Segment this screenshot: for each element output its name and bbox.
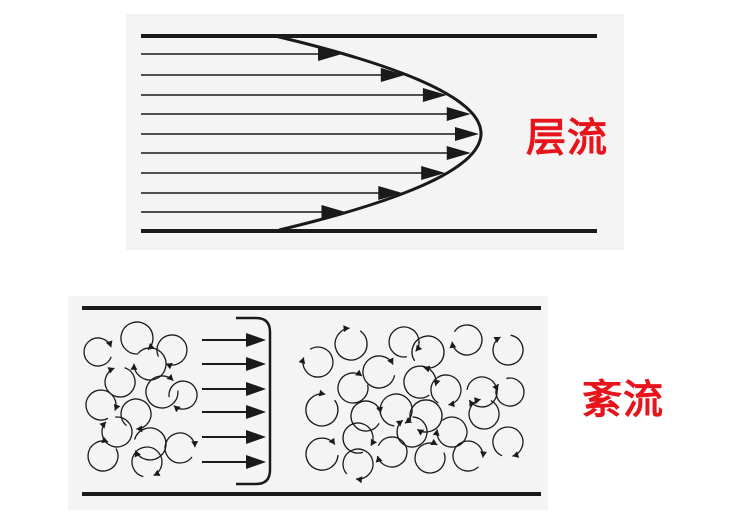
eddy-circle (430, 374, 462, 408)
eddy-circle (388, 326, 423, 358)
eddy-circle (156, 334, 188, 370)
laminar-arrow (141, 68, 405, 82)
turbulent-arrow (202, 430, 266, 444)
laminar-velocity-arrows (141, 47, 479, 219)
turbulent-arrow (202, 455, 266, 469)
eddy-circle (362, 355, 396, 389)
laminar-flow-label: 层流 (526, 115, 608, 161)
eddy-circle (145, 374, 179, 409)
turbulent-flow-label: 紊流 (582, 377, 664, 423)
laminar-arrow (141, 47, 343, 61)
laminar-velocity-profile (274, 34, 483, 232)
eddy-circle (99, 416, 133, 448)
turbulent-velocity-profile (236, 316, 272, 486)
turbulent-arrow (202, 357, 266, 371)
laminar-arrow (141, 146, 471, 160)
laminar-arrow (141, 166, 446, 180)
eddy-circle (492, 334, 524, 366)
eddy-circle (104, 367, 136, 398)
eddy-circle (375, 436, 408, 468)
eddy-circle (409, 399, 443, 436)
eddy-circle (452, 440, 487, 472)
turbulent-arrow (202, 333, 266, 347)
eddy-circle (334, 325, 368, 361)
eddy-circle (492, 377, 525, 407)
turbulent-arrow (202, 382, 266, 396)
laminar-arrow (141, 88, 447, 102)
turbulent-pipe (68, 296, 548, 510)
eddy-circle (342, 448, 374, 484)
eddy-circle (379, 393, 413, 427)
eddy-circle (83, 337, 113, 367)
eddy-circle (298, 346, 334, 378)
turbulent-arrow (202, 405, 266, 419)
eddy-circle (168, 380, 198, 413)
laminar-arrow (141, 186, 403, 200)
laminar-arrow (141, 127, 479, 141)
eddy-circle (492, 426, 524, 458)
laminar-pipe (126, 14, 624, 250)
eddy-circle (131, 446, 163, 478)
eddy-circle (305, 389, 339, 427)
eddy-circle (414, 438, 446, 474)
eddy-circle (432, 416, 468, 448)
eddy-circle (130, 347, 167, 381)
laminar-arrow (141, 205, 346, 219)
turbulent-velocity-arrows (202, 333, 266, 469)
eddy-circle (305, 437, 339, 471)
laminar-arrow (141, 107, 471, 121)
eddy-circle (164, 432, 199, 464)
turbulent-eddies (83, 321, 525, 484)
eddy-circle (468, 397, 500, 430)
eddy-circle (85, 389, 121, 421)
eddy-circle (449, 324, 483, 356)
eddy-circle (342, 422, 377, 454)
eddy-circle (87, 436, 119, 472)
eddy-circle (337, 369, 369, 404)
eddy-circle (395, 416, 428, 448)
eddy-circle (403, 365, 441, 399)
